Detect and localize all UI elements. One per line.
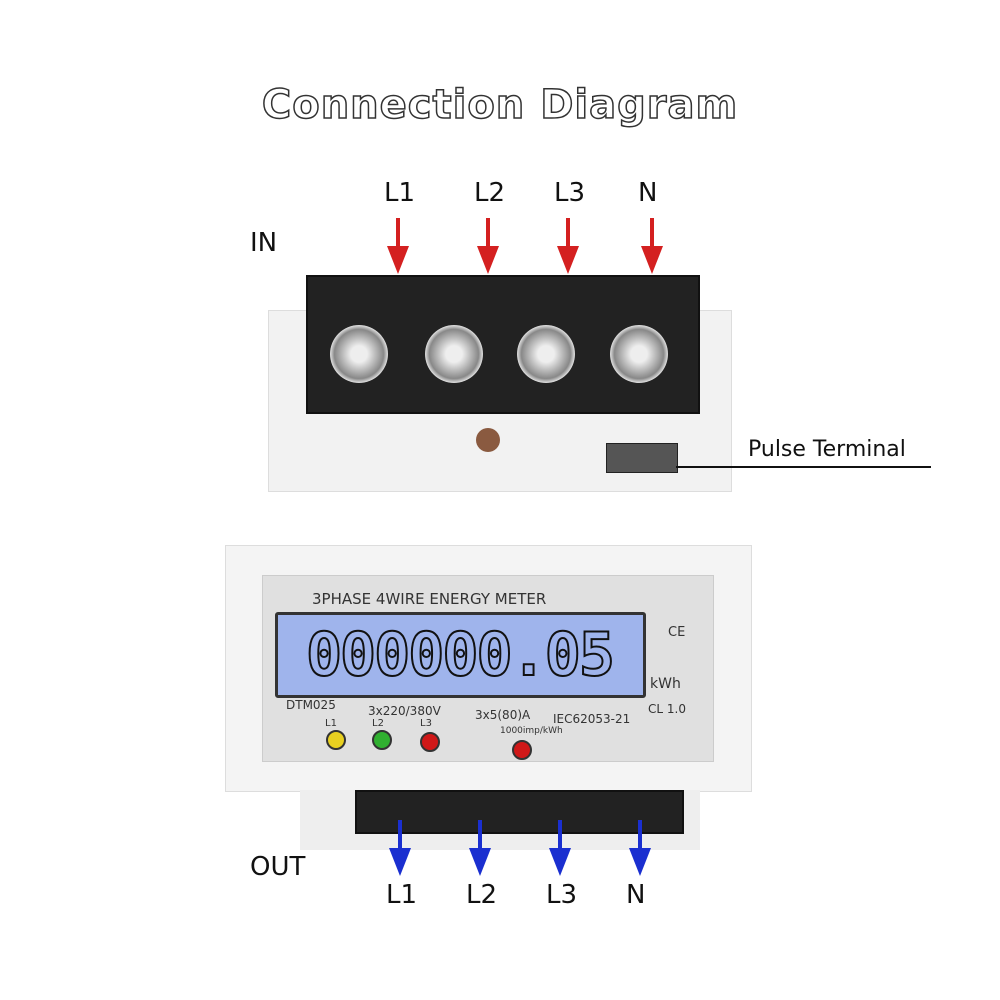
in-arrow-icon: [641, 246, 663, 274]
out-arrow-icon: [629, 848, 651, 876]
out-arrow-icon: [549, 848, 571, 876]
sealing-screw: [476, 428, 500, 452]
led-l2: [372, 730, 392, 750]
in-arrow-icon: [477, 246, 499, 274]
pulse-terminal: [606, 443, 678, 473]
out-arrow-shaft: [638, 820, 642, 848]
led-l1: [326, 730, 346, 750]
led-l3: [420, 732, 440, 752]
output-terminal-block: [355, 790, 684, 834]
led-pulse: [512, 740, 532, 760]
unit-label: kWh: [650, 676, 681, 692]
in-arrow-shaft: [566, 218, 570, 246]
out-arrow-icon: [469, 848, 491, 876]
standard-label: IEC62053-21: [553, 712, 631, 726]
out-arrow-shaft: [478, 820, 482, 848]
in-label-l3: L3: [554, 178, 586, 208]
out-arrow-icon: [389, 848, 411, 876]
out-arrow-shaft: [398, 820, 402, 848]
pulse-leader-line: [676, 466, 931, 468]
in-arrow-icon: [387, 246, 409, 274]
meter-header: 3PHASE 4WIRE ENERGY METER: [312, 590, 547, 608]
out-arrow-shaft: [558, 820, 562, 848]
pulse-rate-label: 1000imp/kWh: [500, 726, 563, 736]
energy-reading: 000000.05: [305, 619, 616, 691]
in-arrow-icon: [557, 246, 579, 274]
in-arrow-shaft: [396, 218, 400, 246]
lcd-display: [275, 612, 646, 698]
in-label-l1: L1: [384, 178, 416, 208]
class-label: CL 1.0: [648, 702, 686, 716]
in-label-n: N: [638, 178, 658, 208]
terminal-screw-l2: [425, 325, 483, 383]
led-label-l2: L2: [372, 718, 384, 729]
in-label-l2: L2: [474, 178, 506, 208]
terminal-screw-l1: [330, 325, 388, 383]
out-label-l3: L3: [546, 880, 578, 910]
out-label-n: N: [626, 880, 646, 910]
out-label: OUT: [250, 852, 306, 882]
terminal-screw-n: [610, 325, 668, 383]
out-label-l1: L1: [386, 880, 418, 910]
in-arrow-shaft: [650, 218, 654, 246]
current-label: 3x5(80)A: [475, 708, 531, 722]
led-label-l3: L3: [420, 718, 432, 729]
in-label: IN: [250, 228, 278, 258]
ce-mark: CE: [668, 625, 686, 640]
model-label: DTM025: [286, 698, 336, 712]
in-arrow-shaft: [486, 218, 490, 246]
terminal-screw-l3: [517, 325, 575, 383]
voltage-label: 3x220/380V: [368, 704, 441, 718]
out-label-l2: L2: [466, 880, 498, 910]
diagram-title: Connection Diagram: [261, 81, 739, 129]
pulse-terminal-label: Pulse Terminal: [748, 437, 906, 462]
led-label-l1: L1: [325, 718, 337, 729]
